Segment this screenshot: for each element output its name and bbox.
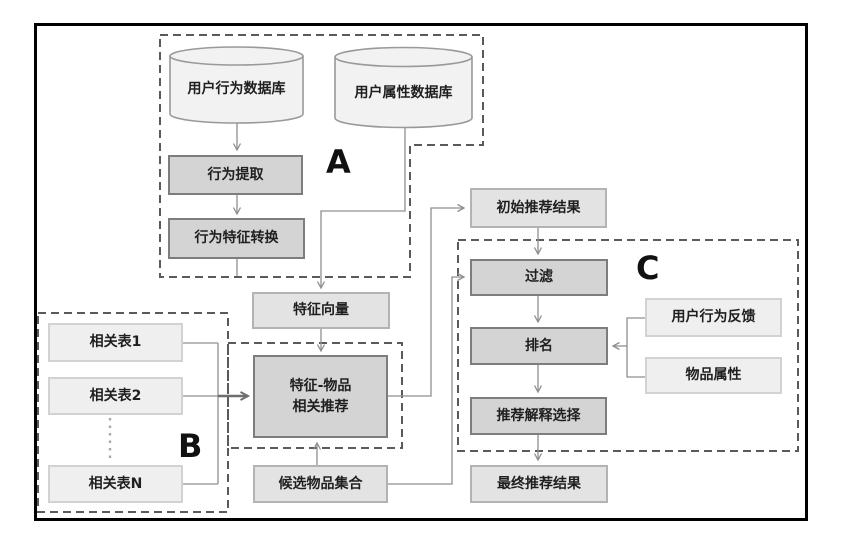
node-recommendation-explanation-selection: 推荐解释选择	[470, 397, 607, 435]
node-item-attributes: 物品属性	[645, 357, 782, 394]
user-behavior-database-icon	[169, 46, 304, 124]
group-a-label: A	[326, 143, 351, 181]
node-related-table-n: 相关表N	[48, 465, 183, 503]
node-behavior-extraction: 行为提取	[168, 155, 303, 195]
feature-item-line2: 相关推荐	[292, 398, 349, 415]
user-attribute-database-icon	[334, 46, 473, 129]
connector-arrows	[183, 123, 645, 485]
group-c-label: C	[636, 249, 660, 287]
node-related-table-1: 相关表1	[48, 323, 183, 362]
group-a-outline	[159, 34, 484, 278]
node-filter: 过滤	[470, 259, 608, 296]
group-c-outline	[457, 239, 799, 452]
node-candidate-item-set: 候选物品集合	[253, 465, 388, 503]
group-b-label: B	[178, 427, 203, 465]
node-final-recommendation-result: 最终推荐结果	[470, 465, 608, 503]
node-user-attribute-db: 用户属性数据库	[354, 85, 453, 101]
node-user-behavior-feedback: 用户行为反馈	[645, 298, 782, 337]
node-user-behavior-db: 用户行为数据库	[187, 81, 286, 97]
node-ranking: 排名	[470, 327, 608, 365]
node-behavior-feature-conversion: 行为特征转换	[168, 218, 305, 259]
feature-item-line1: 特征-物品	[289, 378, 352, 395]
node-feature-item-recommendation: 特征-物品 相关推荐	[253, 355, 388, 438]
node-initial-recommendation-result: 初始推荐结果	[470, 188, 607, 228]
node-related-table-2: 相关表2	[48, 377, 183, 415]
node-feature-vector: 特征向量	[252, 292, 390, 329]
